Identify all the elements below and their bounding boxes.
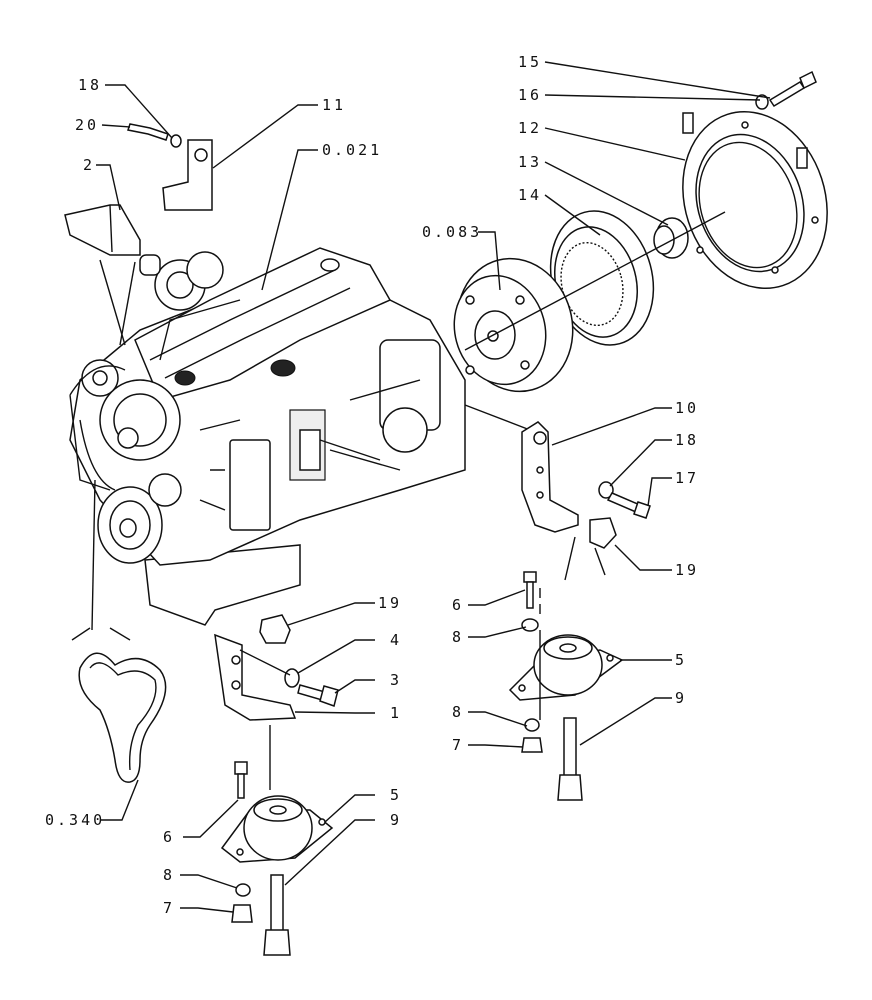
washer-8-right-top <box>521 618 539 632</box>
callout-17: 17 <box>675 469 699 487</box>
callout-6-right: 6 <box>452 596 464 614</box>
callout-2: 2 <box>83 156 95 174</box>
nut-19-center <box>259 614 291 644</box>
callout-6-center: 6 <box>163 828 175 846</box>
callout-11: 11 <box>322 96 346 114</box>
callout-8-center: 8 <box>163 866 175 884</box>
callout-15: 15 <box>518 53 542 71</box>
callout-19-center: 19 <box>378 594 402 612</box>
callout-18-right: 18 <box>675 431 699 449</box>
bolt-6-right <box>523 571 537 609</box>
bracket-2 <box>64 204 141 256</box>
nut-7-center <box>231 904 253 923</box>
bolt-9-center <box>263 874 291 956</box>
callout-8-right-top: 8 <box>452 628 464 646</box>
mount-5-center <box>220 795 334 863</box>
bolt-9-right <box>557 717 583 801</box>
callout-0-083: 0.083 <box>422 223 482 241</box>
callout-0-340: 0.340 <box>45 811 105 829</box>
callout-9-right: 9 <box>675 689 687 707</box>
bracket-1 <box>214 633 297 721</box>
bracket-11 <box>162 139 213 211</box>
washer-8-center <box>235 883 251 897</box>
washer-16 <box>755 94 769 110</box>
callout-3: 3 <box>390 671 402 689</box>
engine-assembly <box>69 247 466 626</box>
drive-belt-0-340 <box>78 652 167 783</box>
bolt-20 <box>127 123 169 141</box>
washer-8-right-bottom <box>524 718 540 732</box>
nut-7-right <box>521 737 543 753</box>
mount-5-right <box>508 634 624 701</box>
callout-7-center: 7 <box>163 899 175 917</box>
callout-10: 10 <box>675 399 699 417</box>
callout-20: 20 <box>75 116 99 134</box>
callout-12: 12 <box>518 119 542 137</box>
bolt-15 <box>768 70 817 108</box>
ring-gear-14 <box>549 210 655 346</box>
callout-0-021: 0.021 <box>322 141 382 159</box>
callout-19-right: 19 <box>675 561 699 579</box>
bolt-6-center <box>234 761 248 799</box>
seal-13 <box>653 217 689 259</box>
callout-18-top: 18 <box>78 76 102 94</box>
flywheel-housing-12 <box>682 110 828 290</box>
leader-lines <box>96 61 771 913</box>
callout-labels: 15 16 12 13 14 0.083 18 20 11 0.021 2 10… <box>45 53 699 917</box>
callout-4: 4 <box>390 631 402 649</box>
washer-4 <box>284 668 300 688</box>
bracket-10 <box>521 421 579 533</box>
callout-9-center: 9 <box>390 811 402 829</box>
callout-5-center: 5 <box>390 786 402 804</box>
washer-18-right <box>598 481 614 499</box>
washer-18-top <box>170 134 182 148</box>
callout-14: 14 <box>518 186 542 204</box>
bolt-17 <box>606 492 651 519</box>
callout-16: 16 <box>518 86 542 104</box>
callout-5-right: 5 <box>675 651 687 669</box>
bolt-3 <box>297 684 339 707</box>
nut-19-right <box>589 517 617 549</box>
flywheel-0-083 <box>453 257 574 393</box>
callout-8-right-bottom: 8 <box>452 703 464 721</box>
callout-13: 13 <box>518 153 542 171</box>
callout-7-right: 7 <box>452 736 464 754</box>
callout-1: 1 <box>390 704 402 722</box>
